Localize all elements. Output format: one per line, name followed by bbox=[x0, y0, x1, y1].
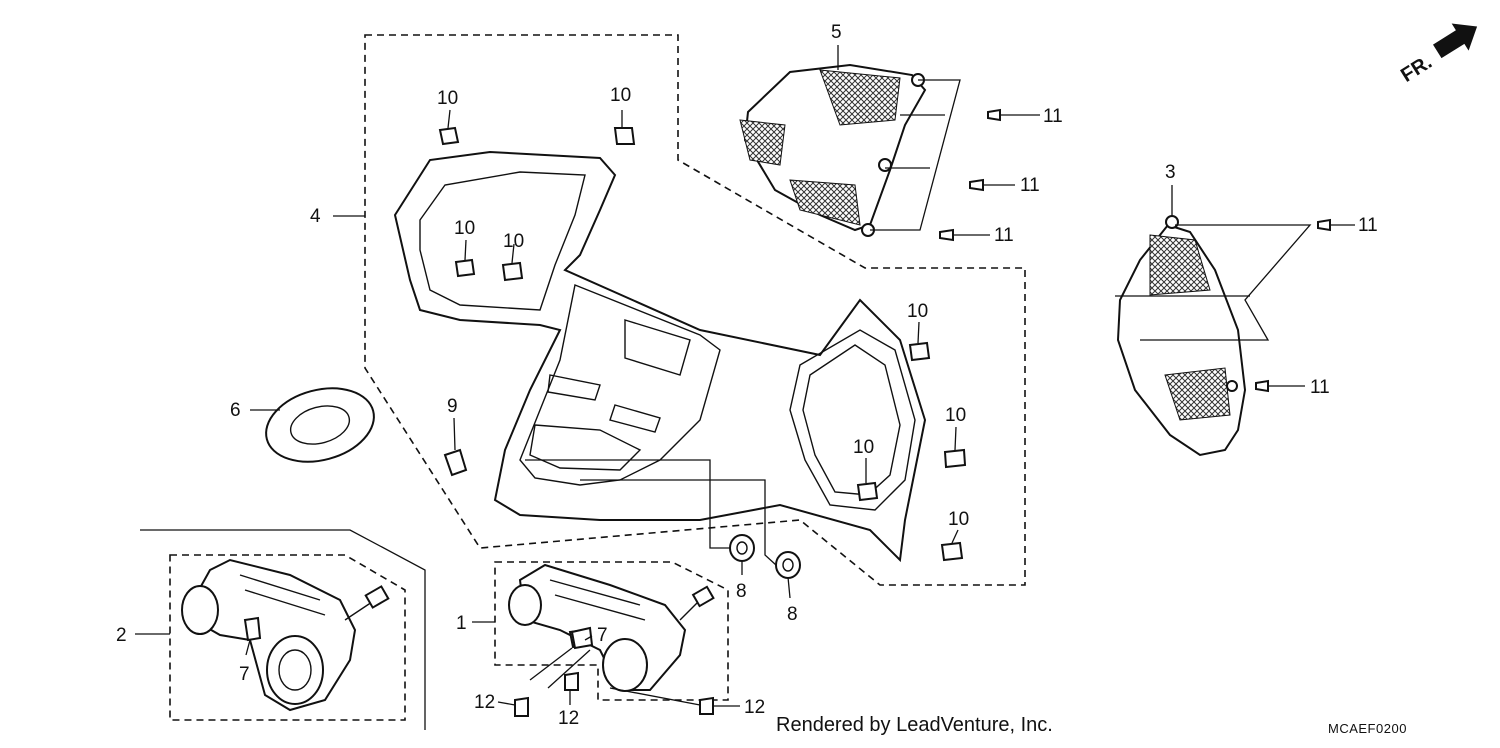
callout-1: 1 bbox=[456, 613, 467, 634]
callout-11: 11 bbox=[1043, 106, 1063, 127]
assembly-boundary-4 bbox=[364, 34, 1026, 586]
callout-9: 9 bbox=[447, 396, 458, 417]
callout-11: 11 bbox=[1020, 175, 1040, 196]
diagram-code: MCAEF0200 bbox=[1328, 721, 1407, 736]
callout-10: 10 bbox=[853, 437, 874, 458]
callout-11: 11 bbox=[1358, 215, 1378, 236]
clips-10-parts bbox=[438, 126, 967, 562]
callout-11: 11 bbox=[1310, 377, 1330, 398]
leader-lines bbox=[135, 45, 1355, 707]
grommet-8b-part bbox=[775, 551, 801, 579]
clip-9-part bbox=[443, 448, 468, 477]
callout-10: 10 bbox=[907, 301, 928, 322]
callout-2: 2 bbox=[116, 625, 127, 646]
callout-12: 12 bbox=[744, 697, 765, 718]
callout-4: 4 bbox=[310, 206, 321, 227]
callout-12: 12 bbox=[474, 692, 495, 713]
arrow-right-icon bbox=[1433, 23, 1478, 59]
callout-6: 6 bbox=[230, 400, 241, 421]
screws-11-parts bbox=[939, 108, 1331, 393]
callout-10: 10 bbox=[945, 405, 966, 426]
callout-12: 12 bbox=[558, 708, 579, 729]
callout-10: 10 bbox=[948, 509, 969, 530]
grommet-8a-part bbox=[729, 534, 755, 562]
clip-7-part bbox=[570, 626, 594, 650]
switch-assembly-2-part bbox=[181, 558, 390, 712]
side-vent-cover-part bbox=[1116, 215, 1247, 457]
callout-5: 5 bbox=[831, 22, 842, 43]
front-direction-indicator: FR. bbox=[1397, 23, 1478, 87]
assembly-boundary-1 bbox=[494, 561, 729, 701]
screws-12-parts bbox=[514, 671, 714, 717]
callout-3: 3 bbox=[1165, 162, 1176, 183]
callout-8: 8 bbox=[736, 581, 747, 602]
callout-8: 8 bbox=[787, 604, 798, 625]
callout-10: 10 bbox=[610, 85, 631, 106]
meter-panel-part bbox=[393, 150, 927, 563]
assembly-boundary-2 bbox=[169, 554, 406, 721]
callout-7: 7 bbox=[239, 664, 250, 685]
front-label: FR. bbox=[1397, 51, 1436, 87]
render-caption: Rendered by LeadVenture, Inc. bbox=[776, 714, 1053, 736]
upper-vent-cover-part bbox=[739, 63, 927, 237]
callout-7: 7 bbox=[597, 625, 608, 646]
callout-11: 11 bbox=[994, 225, 1014, 246]
grommet-ring-part bbox=[265, 387, 375, 463]
callout-10: 10 bbox=[503, 231, 524, 252]
callout-10: 10 bbox=[437, 88, 458, 109]
callout-10: 10 bbox=[454, 218, 475, 239]
